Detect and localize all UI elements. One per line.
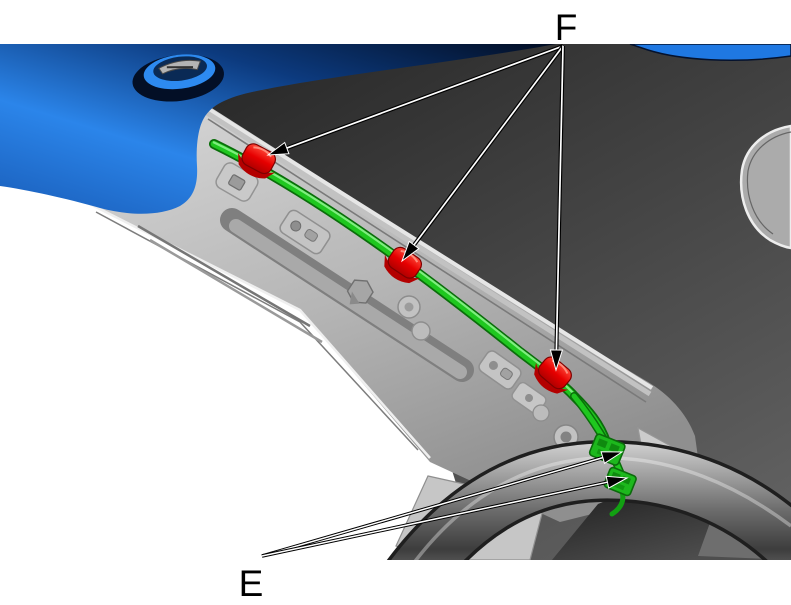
blue-trim-panel bbox=[0, 44, 556, 214]
label-e: E bbox=[239, 563, 264, 604]
callout-arrow-e-2 bbox=[261, 475, 629, 558]
background-lower-left bbox=[0, 170, 480, 560]
callout-arrows-f bbox=[266, 44, 565, 372]
a-pillar-panel bbox=[75, 98, 711, 533]
callout-arrow-e-1 bbox=[261, 451, 624, 558]
pillar-plate bbox=[478, 350, 522, 390]
trim-recess bbox=[132, 54, 224, 102]
callout-arrow-f-1 bbox=[266, 44, 564, 156]
harness-clip-1 bbox=[238, 143, 277, 179]
callout-arrow-f-2 bbox=[400, 44, 565, 263]
label-f: F bbox=[555, 7, 578, 48]
pillar-hex-stud bbox=[346, 279, 374, 305]
pillar-plate bbox=[279, 209, 331, 255]
callout-arrows-e bbox=[261, 451, 629, 558]
callout-arrow-f-3 bbox=[549, 45, 565, 372]
wire-harness bbox=[209, 139, 626, 517]
